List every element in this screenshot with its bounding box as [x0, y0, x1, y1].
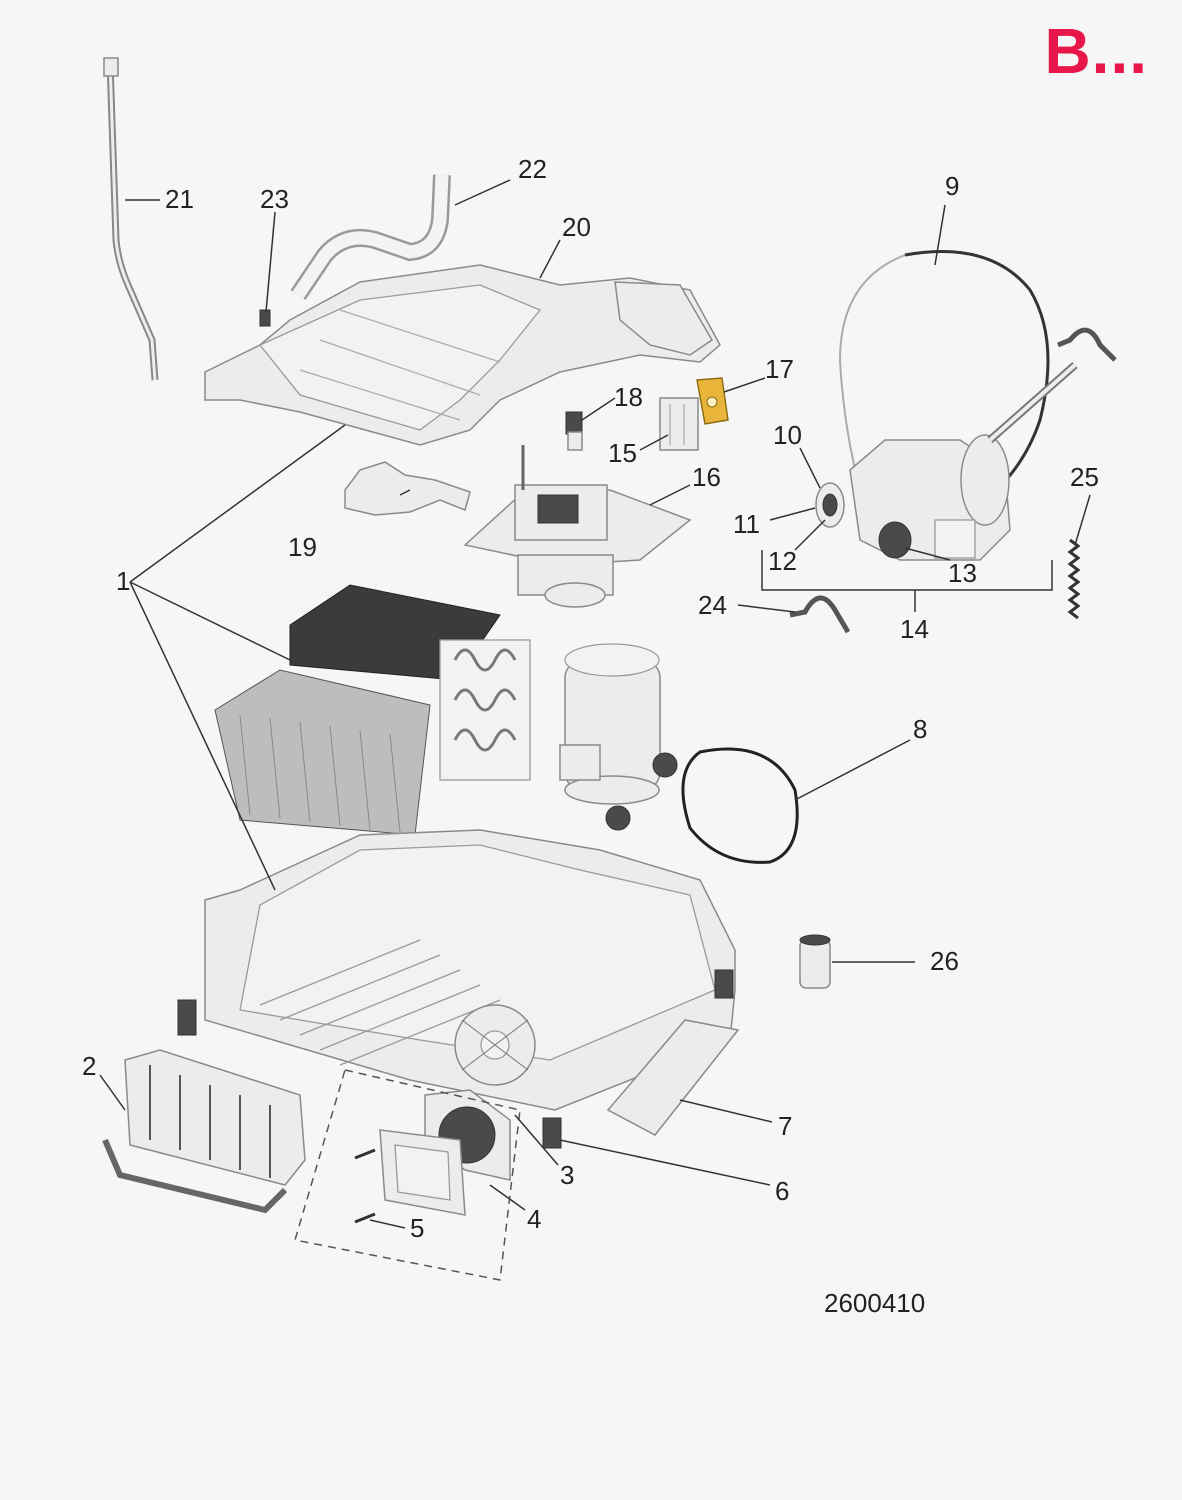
part-gasket-ring: [681, 747, 799, 864]
callout-7: 7: [778, 1111, 792, 1141]
part-upper-hose: [290, 174, 451, 301]
callout-3: 3: [560, 1160, 574, 1190]
callout-23: 23: [260, 184, 289, 214]
part-base-plate: [606, 1019, 740, 1136]
callout-5: 5: [410, 1213, 424, 1243]
part-foot: [542, 1117, 562, 1149]
part-base-frame: [177, 829, 736, 1111]
callout-17: 17: [765, 354, 794, 384]
leader-lines: [99, 179, 1091, 1229]
callout-13: 13: [948, 558, 977, 588]
callout-15: 15: [608, 438, 637, 468]
callout-25: 25: [1070, 462, 1099, 492]
part-clamp-upper: [1057, 327, 1117, 362]
part-compressor: [559, 643, 678, 831]
callout-22: 22: [518, 154, 547, 184]
callout-20: 20: [562, 212, 591, 242]
callout-12: 12: [768, 546, 797, 576]
part-bracket: [344, 461, 471, 516]
part-control-board: [696, 377, 729, 425]
callout-26: 26: [930, 946, 959, 976]
callout-10: 10: [773, 420, 802, 450]
part-evaporator-coil: [214, 584, 531, 836]
part-capacitor: [799, 934, 831, 989]
callout-19: 19: [288, 532, 317, 562]
dashed-group-outline: [294, 1069, 521, 1281]
callout-14: 14: [900, 614, 929, 644]
part-fan-motor: [849, 362, 1078, 561]
callout-16: 16: [692, 462, 721, 492]
part-condenser-fan: [379, 1089, 511, 1216]
callout-6: 6: [775, 1176, 789, 1206]
part-spring: [1067, 538, 1081, 620]
part-sensor: [565, 411, 583, 451]
part-clamp: [789, 595, 851, 634]
callout-21: 21: [165, 184, 194, 214]
part-pump: [463, 445, 692, 608]
callout-24: 24: [698, 590, 727, 620]
document-number: 2600410: [824, 1288, 926, 1318]
callout-9: 9: [945, 171, 959, 201]
part-filter-grille: [102, 1049, 306, 1214]
callout-2: 2: [82, 1051, 96, 1081]
part-clip: [259, 309, 271, 327]
callout-4: 4: [527, 1204, 541, 1234]
part-pulley: [815, 482, 845, 528]
callout-8: 8: [913, 714, 927, 744]
part-screws: [354, 1148, 376, 1224]
part-drain-hose: [103, 57, 159, 381]
callout-11: 11: [733, 509, 760, 539]
callout-1: 1: [116, 566, 130, 596]
part-top-housing: [204, 264, 721, 446]
callouts: 21 22 23 20 9 17 18 10 25 15 16 11 19 12…: [82, 154, 1099, 1243]
badge-label: B...: [1044, 15, 1148, 87]
callout-18: 18: [614, 382, 643, 412]
part-relay: [659, 397, 699, 451]
